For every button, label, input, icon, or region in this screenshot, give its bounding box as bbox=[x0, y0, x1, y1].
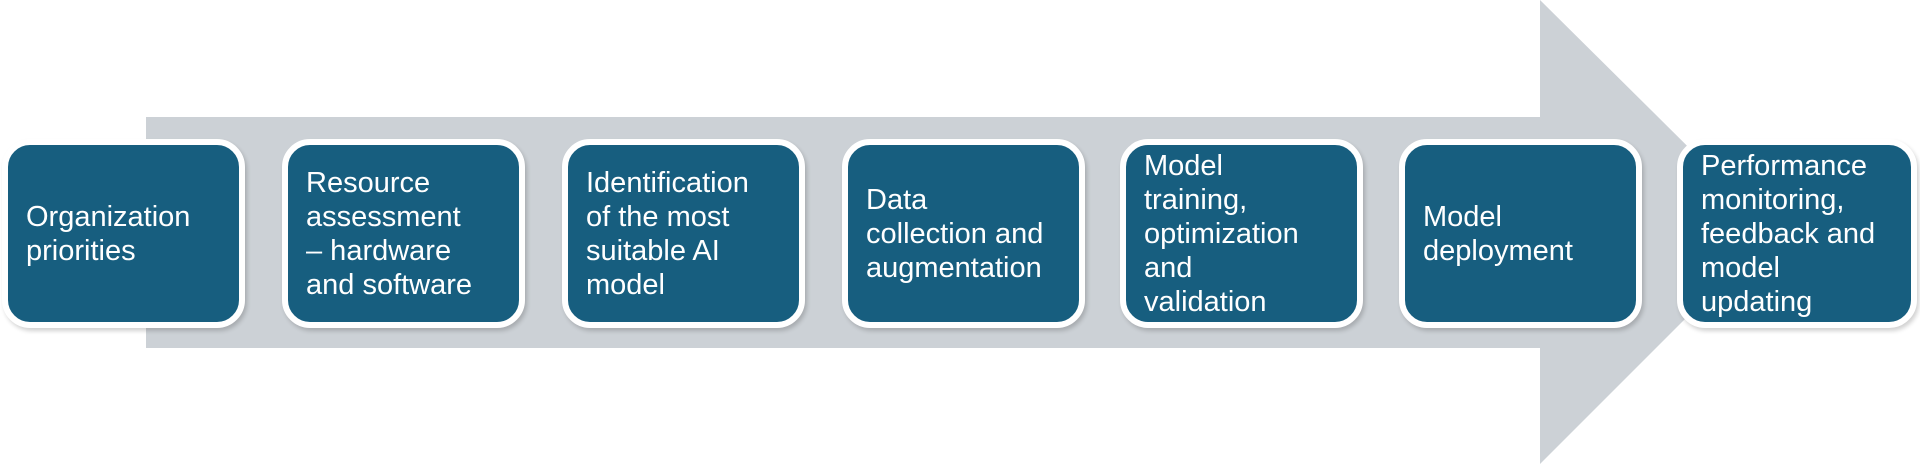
step-label: Model deployment bbox=[1423, 200, 1573, 267]
step-data-collection: Data collection and augmentation bbox=[842, 139, 1085, 328]
step-model-deployment: Model deployment bbox=[1399, 139, 1642, 328]
step-model-training: Model training, optimization and validat… bbox=[1120, 139, 1363, 328]
step-ai-model-identification: Identification of the most suitable AI m… bbox=[562, 139, 805, 328]
step-resource-assessment: Resource assessment – hardware and softw… bbox=[282, 139, 525, 328]
step-organization-priorities: Organization priorities bbox=[2, 139, 245, 328]
step-label: Resource assessment – hardware and softw… bbox=[306, 166, 473, 301]
step-label: Identification of the most suitable AI m… bbox=[586, 166, 749, 301]
step-label: Data collection and augmentation bbox=[866, 183, 1044, 284]
step-performance-monitoring: Performance monitoring, feedback and mod… bbox=[1677, 139, 1917, 328]
step-label: Organization priorities bbox=[26, 200, 191, 267]
step-label: Model training, optimization and validat… bbox=[1144, 149, 1299, 318]
step-label: Performance monitoring, feedback and mod… bbox=[1701, 149, 1876, 318]
